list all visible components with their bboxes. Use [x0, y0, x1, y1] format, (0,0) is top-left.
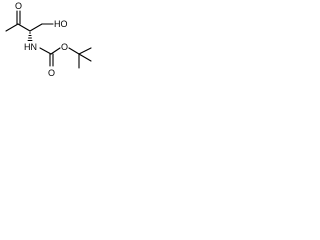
bond-ester-oxygen-tbutyl: [68, 47, 80, 55]
bond-methyl-carbonyl: [5, 23, 19, 32]
atom-label-hydroxyl: HO: [54, 19, 68, 29]
chemical-structure-diagram: O HO HN O O: [5, 1, 92, 78]
bond-tbutyl-methyl-right: [78, 53, 92, 62]
bond-carbonyl-stereocenter: [17, 23, 31, 32]
atom-label-ketone-oxygen: O: [15, 1, 22, 11]
atom-label-carbamate-oxygen: O: [48, 68, 55, 78]
atom-label-amine: HN: [24, 42, 37, 52]
hashed-wedge-bond: [27, 32, 33, 41]
bond-tbutyl-methyl-up: [78, 47, 92, 55]
bond-carbamate-ester-oxygen: [50, 47, 61, 55]
bond-stereocenter-ch2: [29, 23, 43, 32]
atom-label-ester-oxygen: O: [61, 42, 68, 52]
bond-nh-carbamate: [39, 47, 52, 55]
